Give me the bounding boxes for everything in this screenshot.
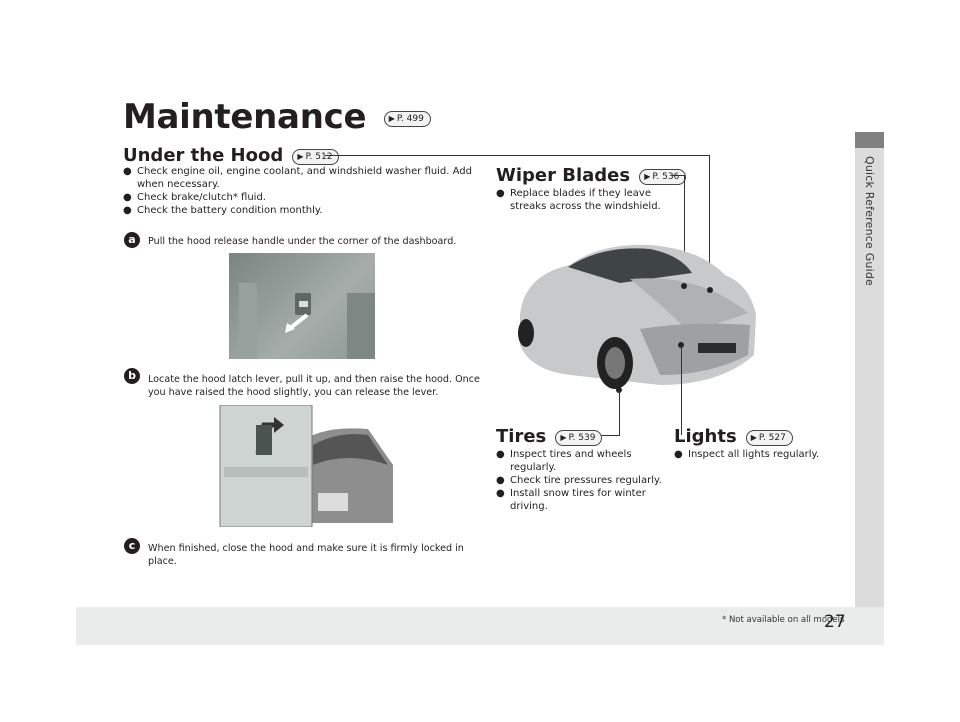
page-title: Maintenance ▶P. 499 <box>123 97 431 137</box>
list-item: Inspect all lights regularly. <box>674 448 844 461</box>
list-item: Inspect tires and wheels regularly. <box>496 448 666 474</box>
callout-line <box>681 345 682 435</box>
list-item: Check the battery condition monthly. <box>123 204 483 217</box>
list-item: Check tire pressures regularly. <box>496 474 666 487</box>
car-image <box>510 225 760 395</box>
page-frame <box>76 132 884 645</box>
arrow-right-icon: ▶ <box>297 151 304 161</box>
hood-release-illustration <box>239 283 375 359</box>
page-footer <box>76 607 884 645</box>
callout-line <box>684 175 685 270</box>
callout-line <box>672 175 685 176</box>
tires-bullets: Inspect tires and wheels regularly. Chec… <box>496 448 666 513</box>
step-text: Pull the hood release handle under the c… <box>148 236 457 247</box>
tires-title: Tires <box>496 426 547 447</box>
list-item: Replace blades if they leave streaks acr… <box>496 187 676 213</box>
step-text: When finished, close the hood and make s… <box>148 543 464 567</box>
ref-text: P. 499 <box>396 113 424 124</box>
sidebar-label: Quick Reference Guide <box>855 148 884 348</box>
lights-ref-link[interactable]: ▶P. 527 <box>745 429 793 446</box>
arrow-right-icon: ▶ <box>750 432 757 442</box>
under-hood-bullets: Check engine oil, engine coolant, and wi… <box>123 165 483 217</box>
step-badge: b <box>124 368 140 384</box>
lights-title: Lights <box>674 426 737 447</box>
lights-heading: Lights ▶P. 527 <box>674 426 793 447</box>
hood-latch-photo <box>218 404 396 528</box>
list-item: Install snow tires for winter driving. <box>496 487 666 513</box>
ref-text: P. 527 <box>758 432 786 443</box>
page-number: 27 <box>824 612 846 632</box>
wiper-ref-link[interactable]: ▶P. 536 <box>639 168 687 185</box>
ref-text: P. 539 <box>568 432 596 443</box>
callout-line <box>599 435 620 436</box>
list-item: Check brake/clutch* fluid. <box>123 191 483 204</box>
under-hood-ref-link[interactable]: ▶P. 512 <box>292 148 340 165</box>
hood-release-photo <box>229 253 375 359</box>
wiper-title: Wiper Blades <box>496 165 631 186</box>
step-badge: a <box>124 232 140 248</box>
wiper-heading: Wiper Blades ▶P. 536 <box>496 165 687 186</box>
car-illustration <box>518 244 756 393</box>
sidebar-header-bar <box>855 132 884 148</box>
footnote: * Not available on all models <box>722 615 845 625</box>
step-badge: c <box>124 538 140 554</box>
sidebar <box>855 132 884 607</box>
title-page-ref-link[interactable]: ▶P. 499 <box>383 110 431 127</box>
step-text: Locate the hood latch lever, pull it up,… <box>148 374 480 398</box>
ref-text: P. 512 <box>305 151 333 162</box>
under-hood-title: Under the Hood <box>123 145 284 166</box>
tires-heading: Tires ▶P. 539 <box>496 426 603 447</box>
tires-ref-link[interactable]: ▶P. 539 <box>555 429 603 446</box>
wiper-bullets: Replace blades if they leave streaks acr… <box>496 187 676 213</box>
callout-line <box>709 155 710 287</box>
ref-text: P. 536 <box>652 171 680 182</box>
callout-line <box>619 391 620 435</box>
arrow-right-icon: ▶ <box>560 432 567 442</box>
hood-latch-illustration <box>219 404 393 528</box>
sidebar-label-text: Quick Reference Guide <box>863 156 876 286</box>
arrow-right-icon: ▶ <box>388 113 395 123</box>
page-title-text: Maintenance <box>123 97 367 137</box>
under-hood-heading: Under the Hood ▶P. 512 <box>123 145 340 166</box>
lights-bullets: Inspect all lights regularly. <box>674 448 844 461</box>
list-item: Check engine oil, engine coolant, and wi… <box>123 165 483 191</box>
callout-line <box>325 155 710 156</box>
arrow-right-icon: ▶ <box>644 171 651 181</box>
